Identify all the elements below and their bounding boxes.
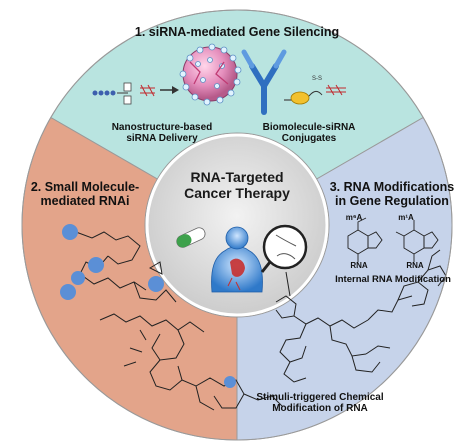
caption-nanostructure: Nanostructure-based siRNA Delivery xyxy=(92,122,232,144)
antibody-icon xyxy=(241,49,287,115)
caption-nanostructure-line2: siRNA Delivery xyxy=(126,133,198,145)
section-2-title: 2. Small Molecule- mediated RNAi xyxy=(20,180,150,208)
svg-text:S-S: S-S xyxy=(312,76,322,82)
conjugate-payload-icon: S-S xyxy=(284,76,346,105)
section-2-title-line2: mediated RNAi xyxy=(40,194,130,208)
cyclopropyl-icon xyxy=(148,261,163,275)
label-m6a: m⁶A xyxy=(345,213,363,222)
outer-ring xyxy=(21,9,453,441)
center-title-line1: RNA-Targeted xyxy=(190,169,284,185)
magnifier-icon xyxy=(260,224,308,273)
label-rna-2: RNA xyxy=(406,261,424,270)
center-circle xyxy=(145,133,329,317)
section-3-title: 3. RNA Modifications in Gene Regulation xyxy=(326,180,458,208)
caption-biomolecule-line1: Biomolecule-siRNA xyxy=(262,122,356,133)
caption-stimuli-modification: Stimuli-triggered Chemical Modification … xyxy=(246,392,394,414)
caption-biomolecule: Biomolecule-siRNA Conjugates xyxy=(244,122,374,144)
caption-internal-modification: Internal RNA Modification xyxy=(335,274,451,285)
label-rna-1: RNA xyxy=(350,261,368,270)
caption-nanostructure-line1: Nanostructure-based xyxy=(111,122,213,133)
nanoparticle-icon xyxy=(179,43,242,106)
center-title: RNA-Targeted Cancer Therapy xyxy=(167,169,307,201)
center-title-line2: Cancer Therapy xyxy=(184,184,290,201)
caption-stimuli-line1: Stimuli-triggered Chemical xyxy=(256,392,384,403)
section-2-title-line1: 2. Small Molecule- xyxy=(30,180,140,194)
caption-biomolecule-line2: Conjugates xyxy=(281,133,337,145)
pill-icon xyxy=(176,227,206,248)
label-m1a: m¹A xyxy=(398,213,414,222)
m6a-structure xyxy=(347,217,383,262)
human-body-icon xyxy=(211,226,263,293)
caption-stimuli-line2: Modification of RNA xyxy=(272,403,368,415)
section-1-title: 1. siRNA-mediated Gene Silencing xyxy=(134,25,340,39)
section-3-title-line2: in Gene Regulation xyxy=(335,194,449,208)
molecule-dots xyxy=(60,224,236,388)
sirna-strands-icon xyxy=(92,82,179,105)
section-3-title-line1: 3. RNA Modifications xyxy=(329,180,455,194)
stimuli-modification-structure xyxy=(275,249,447,383)
m1a-structure xyxy=(395,220,439,262)
